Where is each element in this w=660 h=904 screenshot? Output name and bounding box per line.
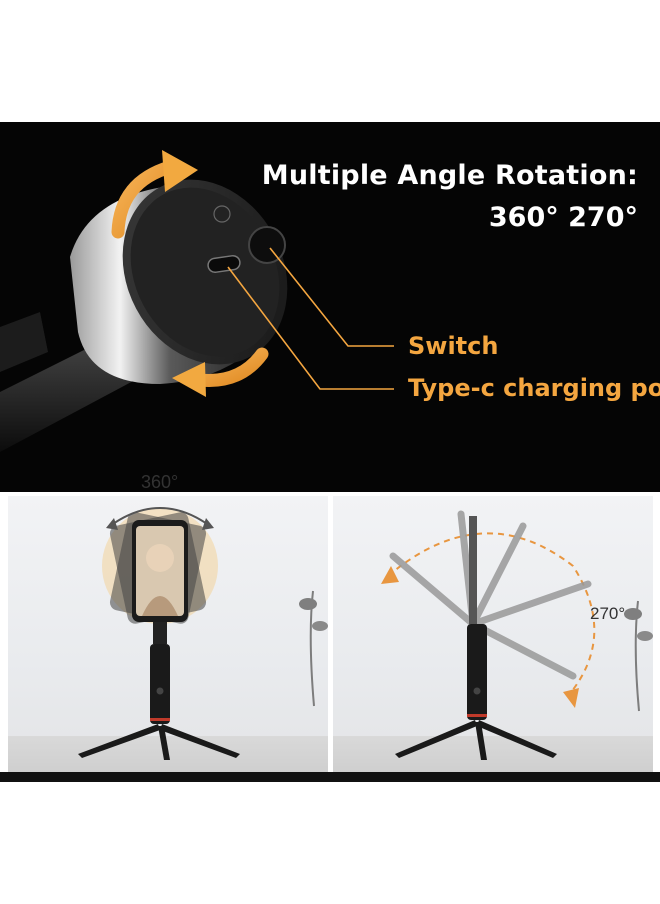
rotation-arc-360-icon bbox=[109, 507, 211, 527]
heading-line-1: Multiple Angle Rotation: bbox=[261, 160, 638, 191]
rotation-arrow-bottom-icon bbox=[193, 347, 269, 387]
stick-shape bbox=[150, 644, 170, 724]
rotation-arc-270-icon bbox=[387, 532, 596, 697]
rotation-360-panel bbox=[8, 496, 328, 772]
switch-button-icon bbox=[248, 226, 286, 264]
port-callout-line bbox=[227, 266, 394, 390]
tripod-360-illustration bbox=[78, 507, 328, 760]
stick-shape bbox=[467, 624, 487, 720]
switch-label: Switch bbox=[408, 332, 499, 360]
tripod-270-illustration bbox=[381, 510, 653, 760]
switch-callout-line bbox=[269, 247, 394, 347]
usb-c-port-icon bbox=[207, 254, 241, 274]
bottom-divider bbox=[0, 772, 660, 782]
port-label: Type-c charging port bbox=[408, 374, 660, 402]
rotation-360-label: 360° bbox=[141, 472, 179, 492]
product-closeup-panel: Multiple Angle Rotation: 360° 270° Switc… bbox=[0, 122, 660, 492]
floor bbox=[333, 736, 653, 772]
heading-line-2: 360° 270° bbox=[488, 202, 638, 233]
selfie-stick-head-illustration bbox=[0, 150, 394, 452]
rotation-270-label: 270° bbox=[590, 604, 626, 623]
rotation-arrow-top-icon bbox=[111, 160, 177, 239]
rotation-270-panel bbox=[333, 496, 653, 772]
